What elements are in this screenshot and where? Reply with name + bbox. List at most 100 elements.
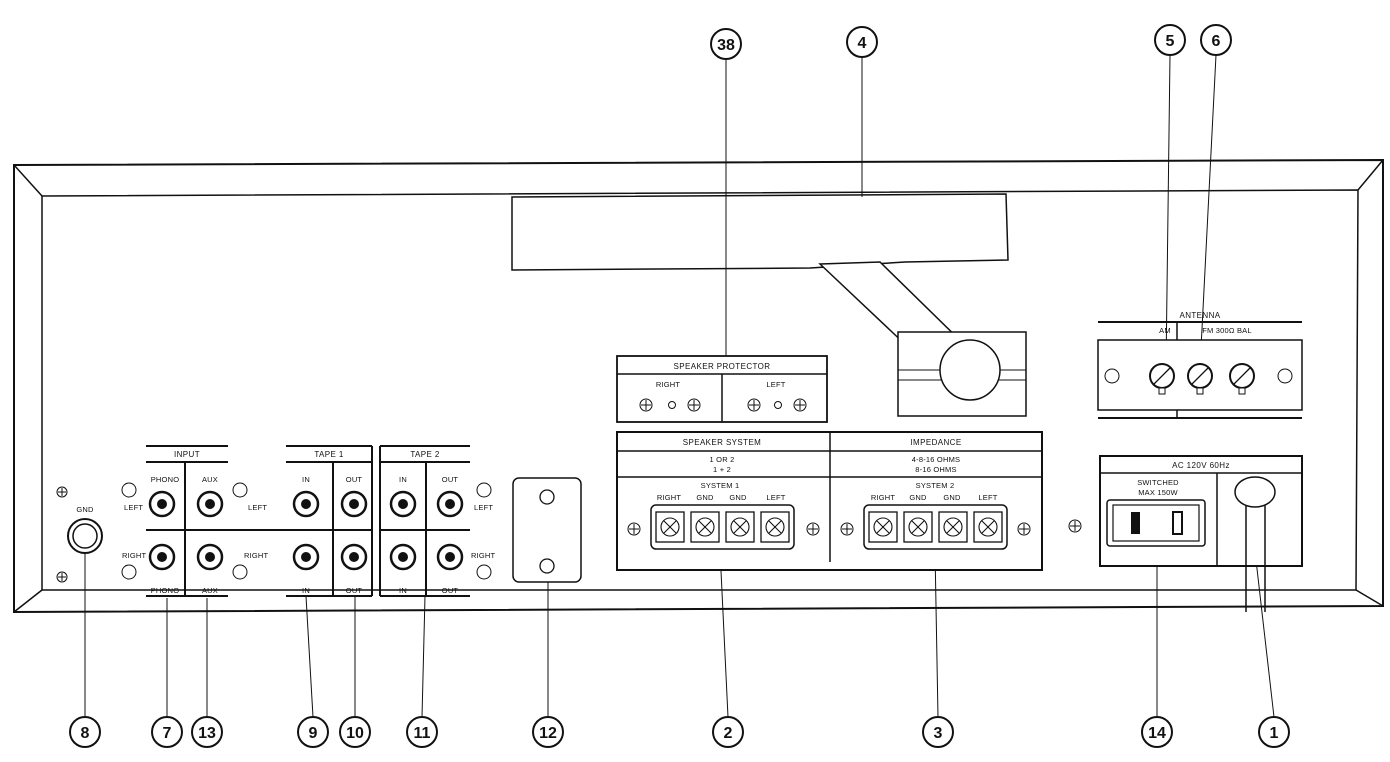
aux-right-jack — [196, 543, 224, 571]
callout-14: 14 — [1141, 540, 1173, 748]
phono-top-label: PHONO — [151, 475, 180, 484]
callout-8-label: 8 — [81, 725, 90, 742]
antenna-panel: ANTENNA AM FM 300Ω BAL — [1097, 311, 1303, 419]
callout-10-label: 10 — [346, 725, 364, 742]
tape2-panel: TAPE 2 IN OUT IN OUT LEFT RIGHT — [379, 445, 496, 597]
tape1-in-top-label: IN — [302, 475, 310, 484]
protector-right-label: RIGHT — [656, 380, 681, 389]
callout-6-label: 6 — [1212, 33, 1221, 50]
bevel-top-left — [13, 164, 43, 197]
input-panel: INPUT PHONO AUX LEFT RIGHT PHONO AUX LEF… — [121, 445, 372, 597]
t1-gnd-a-label: GND — [696, 493, 714, 502]
t1-right-label: RIGHT — [657, 493, 682, 502]
led-hole — [121, 564, 137, 580]
system2-terminal-block — [863, 504, 1008, 550]
callout-12: 12 — [532, 582, 564, 748]
callouts: 38 4 5 6 8 7 13 — [69, 24, 1290, 748]
tape2-in-bottom-label: IN — [399, 586, 407, 595]
led-hole — [121, 482, 137, 498]
impedance-title: IMPEDANCE — [910, 438, 961, 447]
heatsink-assembly — [511, 193, 1027, 417]
input-title: INPUT — [174, 450, 200, 459]
max-label: MAX 150W — [1138, 488, 1178, 497]
callout-14-label: 14 — [1148, 725, 1166, 742]
callout-7-label: 7 — [163, 725, 172, 742]
t2-gnd-a-label: GND — [909, 493, 927, 502]
led-hole — [476, 564, 492, 580]
tape1-out-left-jack — [340, 490, 368, 518]
callout-9-label: 9 — [309, 725, 318, 742]
tape2-right-label: RIGHT — [471, 551, 496, 560]
aux-left-jack — [196, 490, 224, 518]
callout-4-label: 4 — [858, 35, 867, 52]
mounting-hole — [1277, 368, 1293, 384]
callout-11-label: 11 — [414, 725, 431, 742]
tape2-out-bottom-label: OUT — [442, 586, 459, 595]
protector-left-screws — [747, 398, 807, 412]
callout-38-label: 38 — [717, 37, 735, 54]
tape1-title: TAPE 1 — [314, 450, 344, 459]
power-cord — [1234, 476, 1276, 612]
gnd-terminal-group: GND — [56, 486, 103, 583]
callout-13-label: 13 — [198, 725, 216, 742]
switched-outlet — [1106, 499, 1206, 547]
mounting-boss — [939, 339, 1001, 401]
tape2-out-left-jack — [436, 490, 464, 518]
tape1-out-right-jack — [340, 543, 368, 571]
tape1-in-bottom-label: IN — [302, 586, 310, 595]
mid-right-label: RIGHT — [244, 551, 269, 560]
callout-1-label: 1 — [1270, 725, 1279, 742]
tape2-out-right-jack — [436, 543, 464, 571]
callout-3-label: 3 — [934, 725, 943, 742]
aux-top-label: AUX — [202, 475, 218, 484]
antenna-fm-label: FM 300Ω BAL — [1202, 326, 1252, 335]
mode-b-label: 1 + 2 — [713, 465, 731, 474]
protector-left-label: LEFT — [766, 380, 785, 389]
tape2-title: TAPE 2 — [410, 450, 440, 459]
bevel-top-right — [1357, 159, 1384, 191]
phono-left-jack — [148, 490, 176, 518]
callout-11: 11 — [406, 595, 438, 748]
fm-terminal-b — [1229, 363, 1255, 395]
tape1-in-left-jack — [292, 490, 320, 518]
phono-bottom-label: PHONO — [151, 586, 180, 595]
mode-a-label: 1 OR 2 — [710, 455, 735, 464]
tape2-in-right-jack — [389, 543, 417, 571]
tape1-in-right-jack — [292, 543, 320, 571]
bevel-bottom-right — [1355, 589, 1384, 607]
callout-6: 6 — [1199, 24, 1232, 369]
callout-2: 2 — [712, 549, 744, 748]
tape2-out-top-label: OUT — [442, 475, 459, 484]
tape2-in-left-jack — [389, 490, 417, 518]
callout-2-label: 2 — [724, 725, 733, 742]
callout-3: 3 — [922, 549, 954, 748]
callout-7: 7 — [151, 598, 183, 748]
speaker-protector-panel: SPEAKER PROTECTOR RIGHT LEFT — [616, 355, 828, 423]
am-terminal — [1149, 363, 1175, 395]
led-hole — [232, 482, 248, 498]
protector-right-screws — [639, 398, 701, 412]
gnd-label: GND — [76, 505, 94, 514]
system1-terminal-block — [650, 504, 795, 550]
antenna-title: ANTENNA — [1179, 311, 1220, 320]
callout-12-label: 12 — [539, 725, 557, 742]
t1-gnd-b-label: GND — [729, 493, 747, 502]
speaker-system-title: SPEAKER SYSTEM — [683, 438, 762, 447]
callout-10: 10 — [339, 596, 371, 748]
phono-right-jack — [148, 543, 176, 571]
callout-8: 8 — [69, 525, 101, 748]
callout-1: 1 — [1255, 559, 1290, 748]
tape1-out-bottom-label: OUT — [346, 586, 363, 595]
impedance-b-label: 8-16 OHMS — [915, 465, 956, 474]
tape2-in-top-label: IN — [399, 475, 407, 484]
system2-label: SYSTEM 2 — [916, 481, 955, 490]
t2-gnd-b-label: GND — [943, 493, 961, 502]
callout-13: 13 — [191, 598, 223, 748]
tape2-left-label: LEFT — [474, 503, 493, 512]
led-hole — [232, 564, 248, 580]
fm-terminal-a — [1187, 363, 1213, 395]
switched-label: SWITCHED — [1137, 478, 1179, 487]
t1-left-label: LEFT — [766, 493, 785, 502]
mounting-hole — [1104, 368, 1120, 384]
